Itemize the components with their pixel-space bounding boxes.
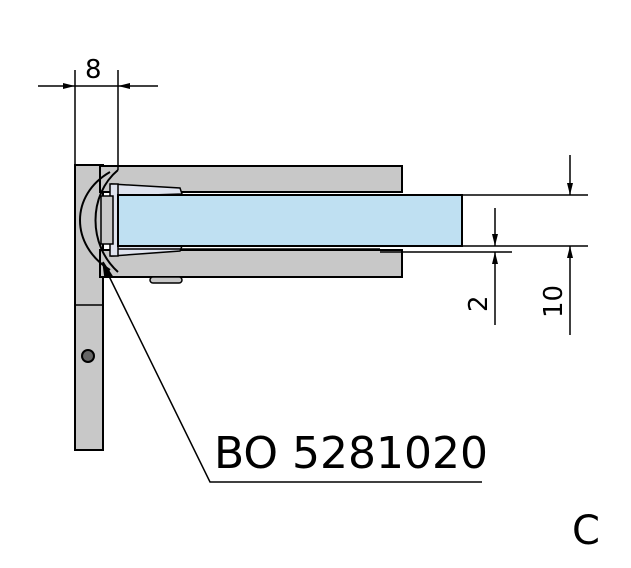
screw-icon [81,349,95,363]
clamp-foot [149,276,183,284]
view-label: C [572,508,600,554]
part-number-label: BO 5281020 [214,428,488,479]
hinge-curve [79,169,119,273]
leader-line [102,261,482,483]
dimension-glass-thickness [462,155,588,335]
dimension-offset-label: 2 [464,295,494,312]
dimension-gap-width [38,70,158,170]
dimension-offset [380,208,512,325]
dimension-gap-width-label: 8 [85,55,102,85]
dimension-glass-thickness-label: 10 [539,285,569,318]
wall-plate [74,164,104,451]
glass-pane [117,194,463,247]
